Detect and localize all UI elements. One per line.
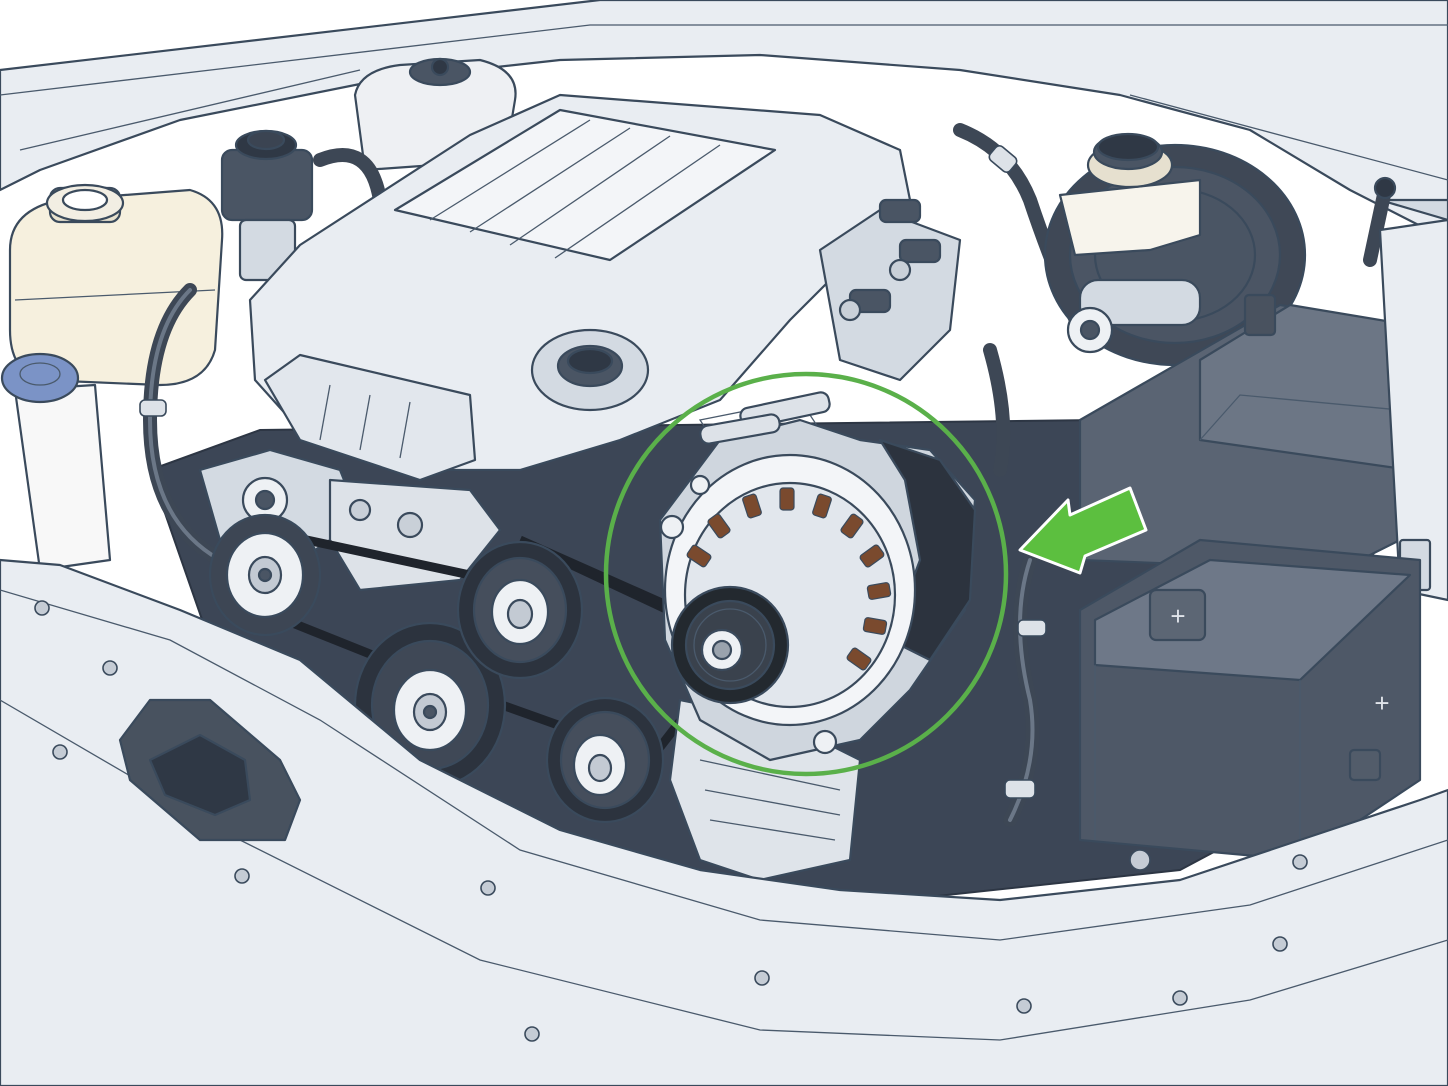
pointer-arrow	[1018, 486, 1148, 575]
idler-pulley-left	[208, 513, 322, 637]
battery-negative-label: +	[1374, 688, 1389, 718]
power-steering-pulley	[456, 540, 584, 680]
radiator-support-panel	[0, 558, 1448, 1086]
accessory-bracket	[198, 448, 502, 592]
water-pump-pulley	[545, 696, 665, 824]
fuse-box	[1078, 293, 1442, 572]
battery: + +	[1078, 538, 1422, 862]
engine-cover	[248, 93, 912, 482]
intake-manifold	[698, 198, 962, 451]
alternator-highlight-circle	[603, 371, 1009, 777]
alternator	[658, 391, 977, 762]
panel-rivets	[34, 600, 1308, 1042]
washer-fluid-bottle	[0, 352, 112, 572]
alternator-vents	[686, 487, 892, 671]
battery-positive-label: +	[1170, 601, 1185, 631]
hood-frame	[0, 0, 1448, 242]
hose-clamps	[139, 144, 1047, 799]
brake-fluid-reservoir	[1058, 132, 1202, 354]
